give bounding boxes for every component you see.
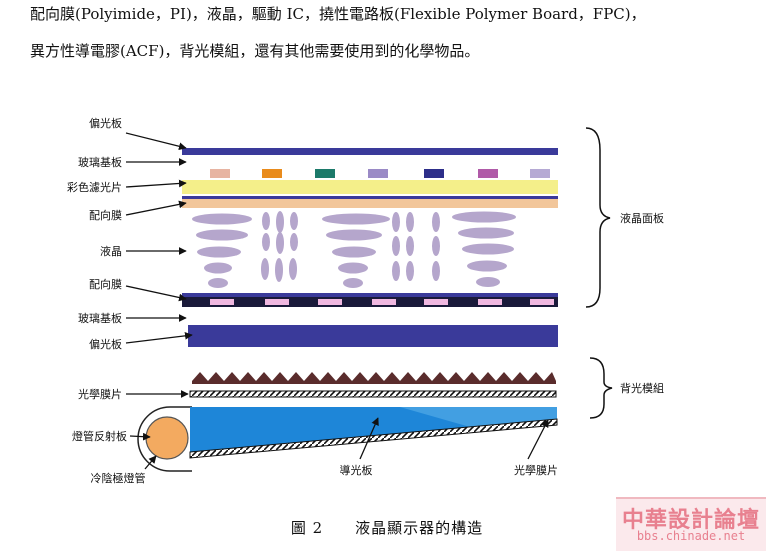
backlight-bracket — [589, 357, 613, 419]
label-optical-film-right: 光學膜片 — [514, 463, 558, 477]
lcd-panel-bracket — [585, 127, 611, 308]
ccfl-lamp — [145, 416, 189, 460]
color-filter-subpixels — [210, 169, 550, 178]
top-alignment-film — [182, 196, 558, 199]
prism-film-layer — [192, 372, 556, 384]
watermark-logo: 中華設計論壇 bbs.chinade.net — [616, 497, 766, 551]
label-top-polarizer: 偏光板 — [89, 116, 122, 130]
label-backlight-module: 背光模組 — [620, 381, 664, 395]
bottom-polarizer-layer — [188, 325, 558, 347]
color-filter-layer — [182, 180, 558, 194]
label-top-glass: 玻璃基板 — [78, 155, 122, 169]
label-top-alignment: 配向膜 — [89, 208, 122, 222]
label-bottom-alignment: 配向膜 — [89, 277, 122, 291]
label-arrows — [125, 132, 549, 470]
top-alignment-film-base — [182, 199, 558, 208]
label-lcd-panel: 液晶面板 — [620, 211, 664, 225]
tft-pixel-electrodes — [210, 299, 554, 305]
bottom-alignment-film — [182, 293, 558, 297]
bottom-glass-tft-layer — [182, 297, 558, 307]
liquid-crystal-molecules — [192, 211, 516, 288]
watermark-title: 中華設計論壇 — [621, 508, 760, 533]
watermark-url: bbs.chinade.net — [636, 529, 746, 543]
optical-film-bottom — [189, 418, 558, 459]
label-lamp-reflector: 燈管反射板 — [72, 429, 127, 443]
optical-film-diffuser — [189, 390, 557, 398]
figure-caption: 圖 2 液晶顯示器的構造 — [290, 519, 484, 537]
label-color-filter: 彩色濾光片 — [67, 180, 122, 194]
label-bottom-glass: 玻璃基板 — [78, 311, 122, 325]
lamp-reflector-outline — [137, 406, 192, 472]
top-polarizer-layer — [182, 148, 558, 155]
label-ccfl: 冷陰極燈管 — [91, 471, 146, 485]
paragraph-line-2: 異方性導電膠(ACF)，背光模組，還有其他需要使用到的化學物品。 — [30, 42, 480, 60]
paragraph-line-1: 配向膜(Polyimide，PI)，液晶，驅動 IC，撓性電路板(Flexibl… — [30, 5, 646, 23]
label-optical-film-left: 光學膜片 — [78, 387, 122, 401]
label-bottom-polarizer: 偏光板 — [89, 337, 122, 351]
label-light-guide: 導光板 — [340, 463, 373, 477]
light-guide-plate-highlight — [400, 407, 557, 427]
label-liquid-crystal: 液晶 — [100, 244, 122, 258]
